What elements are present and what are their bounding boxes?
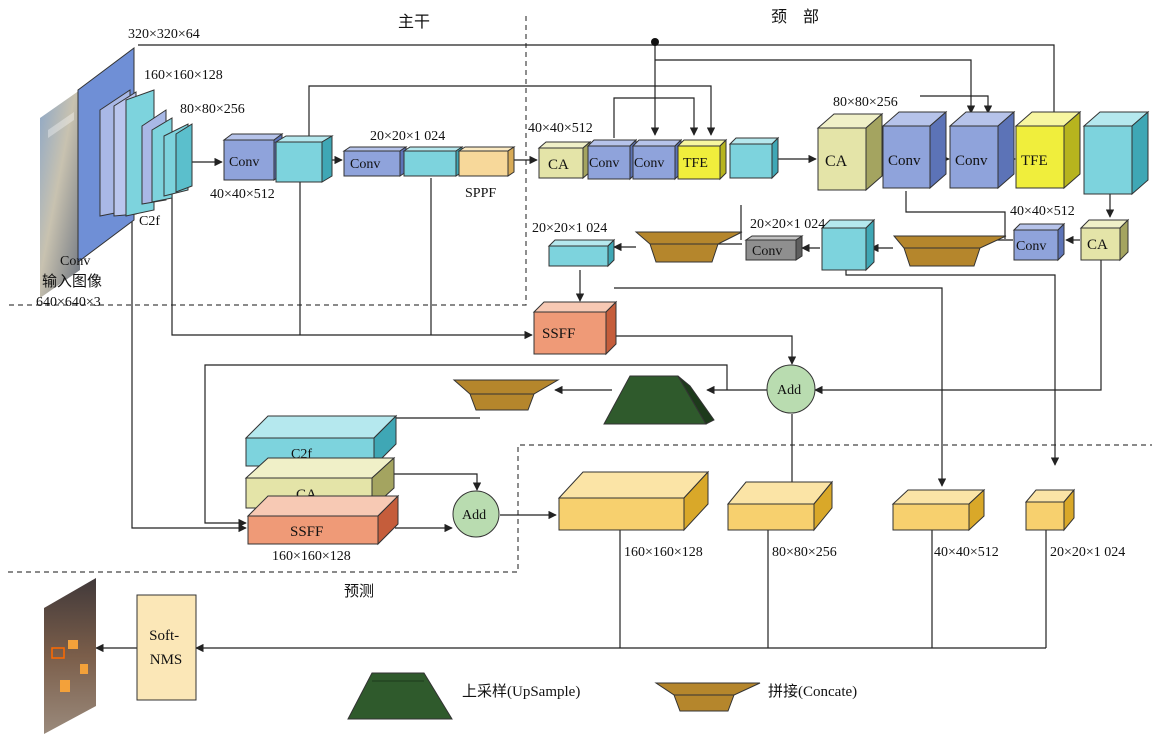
soft-nms-line-1: Soft- (149, 628, 179, 644)
neck-c2f-1 (730, 138, 778, 178)
neck-tfe-2-label: TFE (1021, 153, 1048, 169)
legend-concat-label: 拼接(Concate) (768, 683, 857, 700)
output-20 (1026, 490, 1074, 530)
neck-ca-3-label: CA (1087, 237, 1108, 253)
neck-tfe-1-label: TFE (683, 156, 708, 171)
soft-nms-line-2: NMS (150, 652, 183, 668)
upsample-middle (604, 376, 714, 424)
size-20-backbone: 20×20×1 024 (370, 129, 445, 144)
size-40-backbone: 40×40×512 (210, 187, 275, 202)
legend-concat-icon (656, 683, 760, 711)
neck-ca-1-label: CA (548, 157, 569, 173)
sppf-block (459, 147, 514, 176)
legend-upsample-icon (348, 673, 452, 719)
size-80-backbone: 80×80×256 (180, 102, 245, 117)
backbone-conv-label: Conv (60, 254, 90, 269)
add-neck-label: Add (777, 383, 801, 398)
neck-conv-3-label: Conv (888, 153, 921, 169)
size-40-output: 40×40×512 (934, 545, 999, 560)
neck-c2f-4 (549, 240, 614, 266)
output-160 (559, 472, 708, 530)
backbone-c2f-20 (404, 147, 462, 176)
concat-neck-1 (894, 236, 1006, 266)
output-40 (893, 490, 984, 530)
size-20-neck-left: 20×20×1 024 (532, 221, 607, 236)
neck-conv-2-label: Conv (634, 156, 664, 171)
input-image-label: 输入图像 (42, 273, 102, 290)
sppf-label: SPPF (465, 186, 496, 201)
section-neck-label: 颈 部 (771, 8, 819, 26)
ssff-neck-label: SSFF (542, 326, 575, 342)
neck-conv-gray-label: Conv (752, 244, 782, 259)
output-image (44, 578, 96, 734)
neck-ca-2 (818, 114, 882, 190)
size-160-prediction: 160×160×128 (272, 549, 351, 564)
section-backbone-label: 主干 (398, 13, 430, 31)
junction-dot (651, 38, 659, 46)
neck-conv-4 (950, 112, 1014, 188)
neck-conv-3 (883, 112, 946, 188)
legend-upsample-label: 上采样(UpSample) (462, 683, 580, 700)
neck-conv-4-label: Conv (955, 153, 988, 169)
neck-c2f-2 (1084, 112, 1148, 194)
size-40-neck-top: 40×40×512 (528, 121, 593, 136)
concat-middle (454, 380, 558, 410)
backbone-c2f-40 (276, 136, 332, 182)
backbone-conv-40-label: Conv (229, 155, 259, 170)
backbone-c2f-label: C2f (139, 214, 160, 229)
neck-c2f-3 (822, 220, 874, 270)
size-20-neck: 20×20×1 024 (750, 217, 825, 232)
size-320: 320×320×64 (128, 27, 200, 42)
neck-tfe-2 (1016, 112, 1080, 188)
size-160-output: 160×160×128 (624, 545, 703, 560)
size-40-neck-right: 40×40×512 (1010, 204, 1075, 219)
concat-neck-2 (636, 232, 742, 262)
input-image-size: 640×640×3 (36, 295, 101, 310)
size-80-neck: 80×80×256 (833, 95, 898, 110)
section-prediction-label: 预测 (344, 583, 374, 600)
neck-conv-5-label: Conv (1016, 239, 1046, 254)
add-prediction-label: Add (462, 508, 486, 523)
backbone-conv-20-label: Conv (350, 157, 380, 172)
output-80 (728, 482, 832, 530)
neck-conv-1-label: Conv (589, 156, 619, 171)
size-160-backbone: 160×160×128 (144, 68, 223, 83)
size-80-output: 80×80×256 (772, 545, 837, 560)
size-20-output: 20×20×1 024 (1050, 545, 1125, 560)
soft-nms-block (137, 595, 196, 700)
prediction-ssff-label: SSFF (290, 524, 323, 540)
neck-ca-2-label: CA (825, 153, 848, 170)
